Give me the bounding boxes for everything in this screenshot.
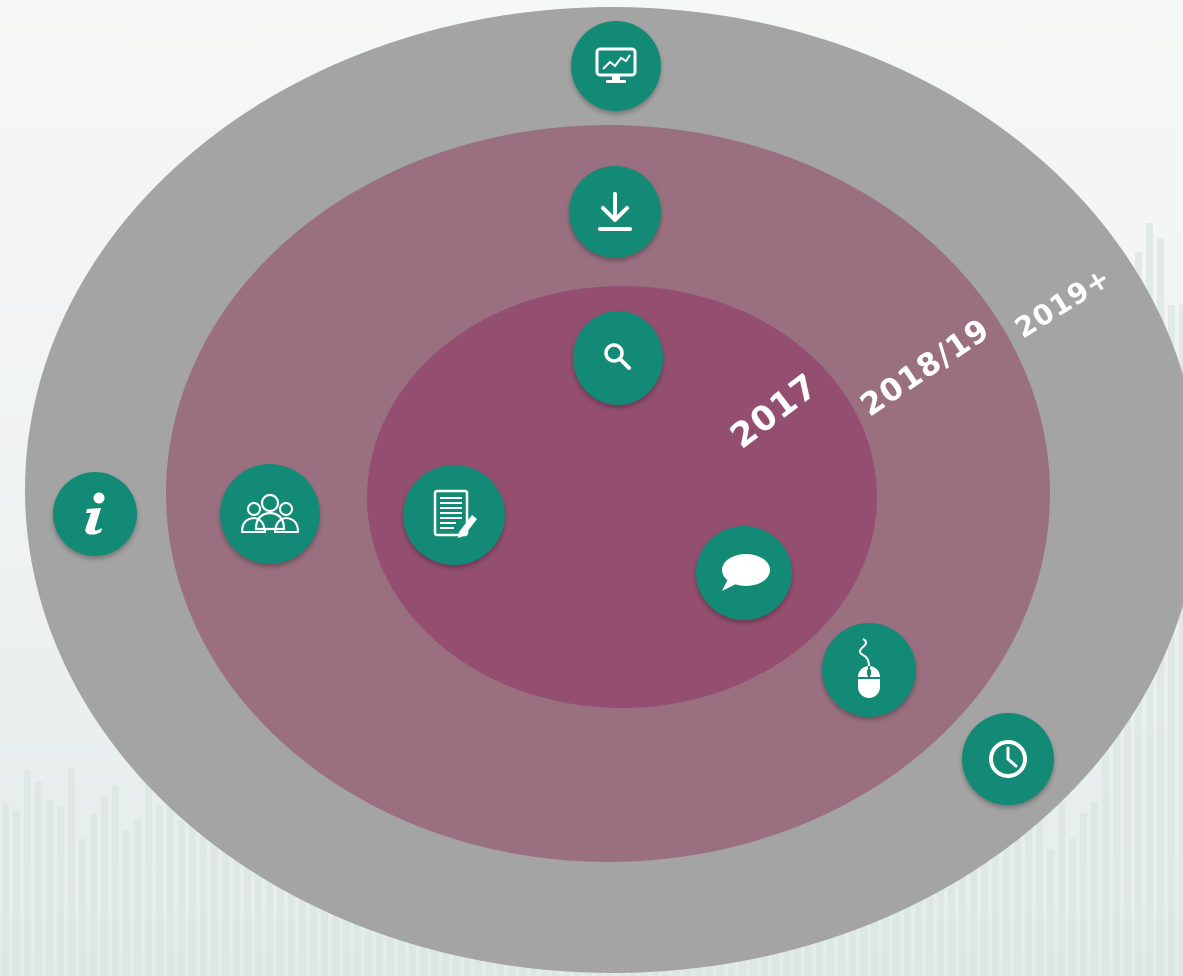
document-edit-node[interactable] xyxy=(403,465,505,565)
people-group-icon xyxy=(240,493,300,533)
download-node[interactable] xyxy=(569,166,661,258)
mouse-icon xyxy=(858,638,880,698)
monitor-chart-node[interactable] xyxy=(571,21,661,111)
search-icon xyxy=(604,343,631,370)
document-edit-icon xyxy=(433,489,477,538)
chat-bubble-node[interactable] xyxy=(696,526,792,620)
clock-node[interactable] xyxy=(962,713,1054,805)
info-node[interactable] xyxy=(53,472,137,556)
clock-icon xyxy=(989,740,1027,778)
monitor-chart-icon xyxy=(595,47,637,83)
download-icon xyxy=(598,192,632,231)
chat-bubble-icon xyxy=(722,554,770,591)
info-icon xyxy=(85,492,105,535)
people-group-node[interactable] xyxy=(220,464,320,564)
mouse-node[interactable] xyxy=(822,623,916,717)
search-node[interactable] xyxy=(573,311,663,405)
